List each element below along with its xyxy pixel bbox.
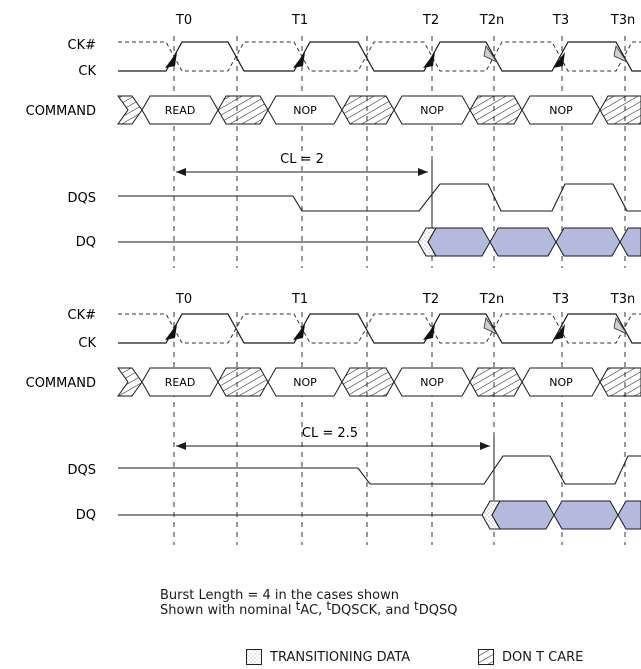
ck-bar-waveform: [118, 41, 641, 72]
arrow-left: [176, 442, 186, 450]
command-bus: [117, 95, 641, 125]
signal-label-ck-bar: CK#: [68, 308, 97, 323]
command-nop: NOP: [293, 376, 317, 389]
nominal-timing-note: Shown with nominal tAC, tDQSCK, and tDQS…: [160, 600, 458, 618]
clock-label-t2n: T2n: [479, 292, 504, 307]
dq-bus: [118, 227, 641, 257]
command-read: READ: [165, 104, 196, 117]
cas-latency-marker: [176, 160, 433, 228]
clock-edge-arrow: [423, 324, 435, 340]
dont-care-swatch: [478, 649, 494, 665]
signal-label-dq: DQ: [76, 235, 96, 250]
command-nop: NOP: [420, 104, 444, 117]
param-dqsck: DQSCK: [331, 603, 378, 618]
clock-label-t3: T3: [552, 13, 569, 28]
clock-edge-arrow: [423, 52, 435, 68]
clock-edge-arrow: [553, 52, 565, 68]
ck-waveform: [118, 41, 641, 72]
t-prefix: t: [414, 599, 419, 613]
clock-edge-arrow: [165, 324, 177, 340]
command-bus: [117, 367, 641, 397]
clock-edge-arrow: [483, 44, 499, 63]
signal-label-ck: CK: [78, 64, 96, 79]
param-ac: AC: [300, 603, 319, 618]
signal-label-command: COMMAND: [26, 376, 96, 391]
clock-edge-arrow: [613, 316, 629, 335]
t-prefix: t: [326, 599, 332, 613]
separator: , and: [377, 603, 415, 618]
signal-label-dqs: DQS: [68, 463, 97, 478]
clock-edge-arrow: [553, 324, 565, 340]
clock-edge-arrow: [165, 52, 177, 68]
clock-label-t3: T3: [552, 292, 569, 307]
signal-label-dq: DQ: [76, 508, 96, 523]
dqs-waveform: [118, 455, 641, 485]
signal-label-command: COMMAND: [26, 104, 96, 119]
panel-1: T0 T1 T2 T2n T3 T3n CK# CK COMMAND DQS D…: [26, 13, 641, 268]
arrow-right: [418, 168, 428, 176]
panel-2: T0 T1 T2 T2n T3 T3n CK# CK COMMAND DQS D…: [26, 292, 641, 545]
clock-edge-arrow: [293, 324, 305, 340]
clock-label-t0: T0: [175, 292, 192, 307]
t-prefix: t: [295, 599, 301, 613]
arrow-left: [176, 168, 186, 176]
clock-label-t2: T2: [422, 13, 439, 28]
cas-latency-label: CL = 2: [280, 152, 324, 167]
clock-label-t3n: T3n: [610, 13, 635, 28]
burst-length-note: Burst Length = 4 in the cases shown: [160, 588, 399, 603]
clock-label-t1: T1: [291, 13, 308, 28]
transitioning-swatch: [246, 649, 262, 665]
clock-label-t2: T2: [422, 292, 439, 307]
param-dqsq: DQSQ: [418, 603, 458, 618]
note-prefix: Shown with nominal: [160, 603, 296, 618]
ck-waveform: [118, 313, 641, 344]
separator: ,: [318, 603, 327, 618]
command-nop: NOP: [293, 104, 317, 117]
legend-dont-care-label: DON T CARE: [502, 649, 584, 665]
signal-label-ck: CK: [78, 336, 96, 351]
legend-transitioning-label: TRANSITIONING DATA: [270, 649, 411, 665]
clock-edge-arrow: [483, 316, 499, 335]
command-nop: NOP: [420, 376, 444, 389]
signal-label-ck-bar: CK#: [68, 38, 97, 53]
dqs-waveform: [118, 183, 641, 212]
clock-label-t0: T0: [175, 13, 192, 28]
legend-dont-care: DON T CARE: [478, 647, 583, 667]
command-read: READ: [165, 376, 196, 389]
arrow-right: [480, 442, 490, 450]
dq-bus: [118, 500, 641, 530]
clock-edge-arrow: [613, 44, 629, 63]
ck-bar-waveform: [118, 313, 641, 344]
legend-transitioning: TRANSITIONING DATA: [246, 647, 410, 667]
clock-label-t2n: T2n: [479, 13, 504, 28]
cas-latency-label: CL = 2.5: [302, 426, 358, 441]
signal-label-dqs: DQS: [68, 191, 97, 206]
clock-label-t3n: T3n: [610, 292, 635, 307]
clock-label-t1: T1: [291, 292, 308, 307]
command-nop: NOP: [549, 376, 573, 389]
command-nop: NOP: [549, 104, 573, 117]
cas-latency-marker: [176, 436, 495, 500]
clock-edge-arrow: [293, 52, 305, 68]
